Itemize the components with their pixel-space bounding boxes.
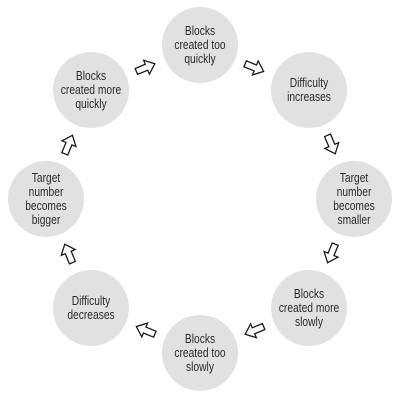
cycle-node-label: Blocks created more slowly [278,286,340,329]
cycle-arrow-icon [135,322,157,339]
cycle-node-blocks-more-quickly: Blocks created more quickly [53,52,130,129]
cycle-arrow-icon [60,134,77,156]
cycle-node-difficulty-decreases: Difficulty decreases [53,269,130,346]
cycle-arrow-icon [323,242,340,264]
cycle-arrow-icon [243,59,265,76]
cycle-arrow-icon [134,59,156,76]
cycle-node-label: Blocks created too slowly [174,332,226,374]
cycle-node-target-bigger: Target number becomes bigger [8,161,84,237]
cycle-node-target-smaller: Target number becomes smaller [316,161,392,237]
cycle-node-label: Blocks created too quickly [174,24,226,66]
cycle-node-label: Difficulty increases [286,76,331,105]
cycle-node-blocks-too-slow: Blocks created too slowly [162,315,238,391]
cycle-node-blocks-more-slowly: Blocks created more slowly [270,269,347,346]
cycle-node-blocks-too-quick: Blocks created too quickly [162,7,238,83]
cycle-arrow-icon [244,322,266,339]
cycle-arrow-icon [60,243,77,265]
cycle-node-label: Blocks created more quickly [60,69,122,112]
cycle-arrow-icon [323,133,340,155]
cycle-node-label: Target number becomes bigger [25,171,67,227]
cycle-node-label: Difficulty decreases [67,293,115,322]
cycle-node-difficulty-increases: Difficulty increases [270,52,347,129]
cycle-node-label: Target number becomes smaller [333,171,375,227]
